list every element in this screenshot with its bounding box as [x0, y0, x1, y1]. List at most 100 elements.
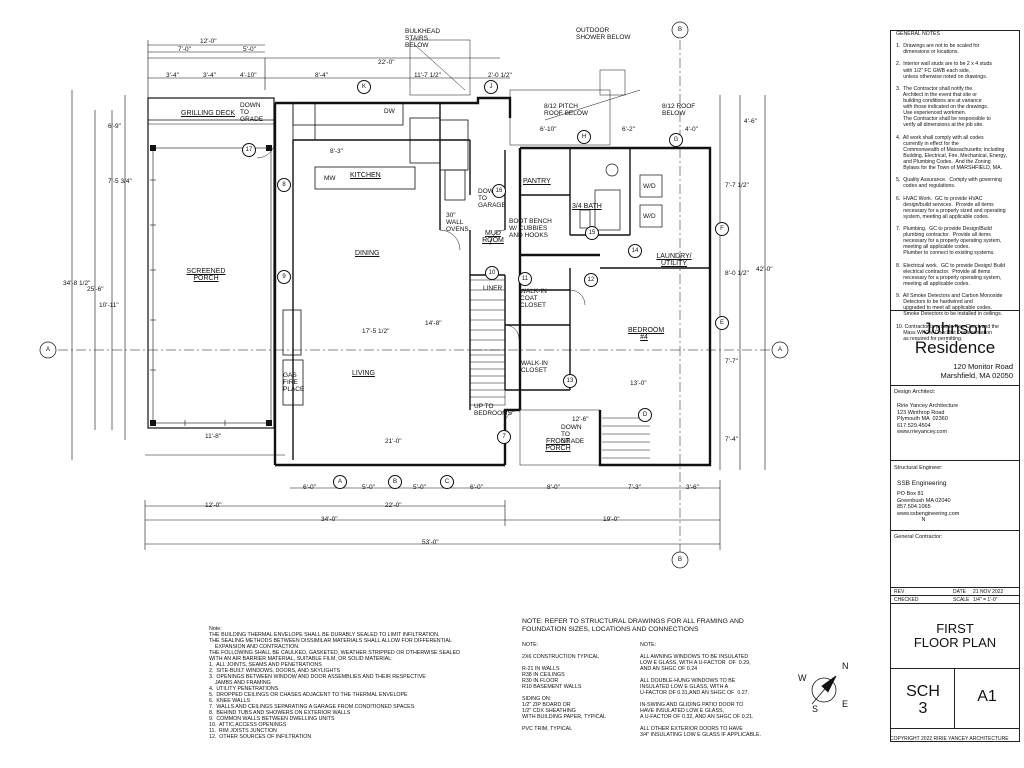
window-tag: 8 [277, 178, 291, 192]
grid-bubble: E [715, 316, 729, 330]
kitchen-label: KITCHEN [350, 172, 381, 179]
outdoor-shower-note: OUTDOOR SHOWER BELOW [576, 27, 631, 41]
dim-label: 8'-3" [330, 148, 343, 155]
boot-bench-note: BOOT BENCH W/ CUBBIES AND HOOKS [509, 218, 552, 239]
grid-bubble: J [484, 80, 498, 94]
window-tag: 15 [585, 226, 599, 240]
dim-label: 11'-8" [205, 433, 222, 440]
project-section: Johnson Residence 120 Monitor Road Marsh… [891, 311, 1019, 386]
dim-label: 12'-6" [572, 416, 589, 423]
wall-ovens-note: 30" WALL OVENS [446, 212, 469, 233]
rev-label: REV [894, 589, 905, 595]
checked-row: CHECKED SCALE 1/4" = 1'-0" [891, 596, 1019, 604]
grid-bubble: G [669, 133, 683, 147]
window-glass-note: NOTE: ALL AWNING WINDOWS TO BE INSULATED… [640, 642, 762, 738]
scale-label: SCALE [953, 597, 970, 603]
grid-bubble: C [440, 475, 454, 489]
window-tag: 11 [518, 272, 532, 286]
dim-label: 6'-10" [540, 126, 557, 133]
roof-pitch-note: 8/12 PITCH ROOF BELOW [544, 103, 589, 117]
window-tag: 14 [628, 244, 642, 258]
screened-porch-label: SCREENED PORCH [186, 268, 226, 282]
dim-label: 6'-0" [470, 484, 483, 491]
window-tag: 13 [563, 374, 577, 388]
grid-bubble: B [677, 27, 682, 33]
dim-label: 7'-5 3/4" [108, 178, 132, 185]
copyright: COPYRIGHT 2022 RIRIE YANCEY ARCHITECTURE [890, 736, 1009, 742]
grid-bubble: A [45, 347, 50, 353]
dim-label: 8'-0 1/2" [725, 270, 749, 277]
dim-label: 7'-3" [628, 484, 641, 491]
compass-east: E [842, 699, 849, 709]
scale-value: 1/4" = 1'-0" [973, 597, 998, 603]
dim-label: 4'-0" [685, 126, 698, 133]
dim-label: 7'-0" [178, 46, 191, 53]
revision-row: REV DATE 21 NOV 2022 [891, 588, 1019, 596]
dim-label: 8'-4" [315, 72, 328, 79]
project-name: Johnson Residence [914, 319, 996, 357]
liner-note: LINER [483, 285, 503, 292]
gas-fireplace-note: GAS FIRE PLACE [283, 372, 305, 393]
project-address-1: 120 Monitor Road [953, 362, 1013, 371]
dim-label: 3'-6" [686, 484, 699, 491]
structural-note: NOTE: REFER TO STRUCTURAL DRAWINGS FOR A… [522, 618, 744, 633]
engineer-section: Structural Engineer: SSB Engineering PO … [891, 461, 1019, 531]
sheet-code-box: SCH 3 [891, 669, 955, 729]
dim-label: 34'-0" [321, 516, 338, 523]
sheet-number: A1 [977, 688, 997, 705]
dim-label: 5'-0" [243, 46, 256, 53]
window-tag: 10 [485, 266, 499, 280]
dim-label: 11'-7 1/2" [414, 72, 441, 79]
dim-label: 5'-0" [413, 484, 426, 491]
architect-label: Design Architect: [894, 389, 936, 395]
dim-label: 19'-0" [603, 516, 620, 523]
general-notes: GENERAL NOTES 1. Drawings are not to be … [896, 31, 1007, 342]
dim-label: 4'-10" [240, 72, 257, 79]
window-tag: 17 [242, 143, 256, 157]
sheet-title-section: FIRST FLOOR PLAN [891, 604, 1019, 669]
grid-bubble: D [638, 408, 652, 422]
up-to-bedrooms-note: UP TO BEDROOMS [474, 403, 512, 417]
bulkhead-note: BULKHEAD STAIRS BELOW [405, 28, 441, 49]
compass-north: N [842, 661, 849, 671]
dim-label: 2'-0 1/2" [488, 72, 512, 79]
dim-label: 17'-5 1/2" [362, 328, 390, 335]
dishwasher-label: DW [384, 108, 395, 115]
grid-bubble: K [357, 80, 371, 94]
dim-label: 7'-7" [725, 358, 738, 365]
engineer-info: PO Box 81 Greenbush MA 02040 857.504.106… [897, 491, 960, 524]
bedroom-4-label: BEDROOM #4 [628, 327, 665, 341]
grid-bubble: B [677, 557, 682, 563]
date-value: 21 NOV 2022 [973, 589, 1004, 595]
microwave-label: MW [324, 175, 336, 182]
grid-bubble: A [777, 347, 782, 353]
mud-room-label: MUD ROOM [482, 230, 504, 244]
dim-label: 13'-0" [630, 380, 647, 387]
architect-info: Ririe Yancey Architecture 123 Winthrop R… [897, 403, 959, 436]
coat-closet-note: WALK-IN COAT CLOSET [520, 288, 547, 309]
compass-west: W [798, 673, 807, 683]
general-notes-section: GENERAL NOTES 1. Drawings are not to be … [891, 31, 1019, 342]
dim-label: 22'-0" [385, 502, 402, 509]
dim-label: 6'-2" [622, 126, 635, 133]
front-porch-label: FRONT PORCH [545, 438, 571, 452]
dim-label: 12'-0" [200, 38, 217, 45]
dim-label: 14'-8" [425, 320, 442, 327]
construction-note: NOTE: 2X6 CONSTRUCTION TYPICAL R-21 IN W… [522, 642, 606, 732]
grid-bubble: H [577, 130, 591, 144]
contractor-label: General Contractor: [894, 534, 943, 540]
window-tag: 16 [492, 184, 506, 198]
grid-bubble: A [333, 475, 347, 489]
dim-label: 5'-0" [362, 484, 375, 491]
contractor-section: General Contractor: [891, 531, 1019, 588]
window-tag: 7 [497, 430, 511, 444]
sheet-id-section: SCH 3 A1 [891, 669, 1019, 729]
down-to-grade-note: DOWN TO GRADE [240, 102, 264, 123]
project-address-2: Marshfield, MA 02050 [940, 371, 1013, 380]
dim-label: 7'-4" [725, 436, 738, 443]
laundry-label: LAUNDRY/ UTILITY [656, 253, 692, 267]
washer-dryer-label-1: W/D [643, 183, 656, 190]
checked-label: CHECKED [894, 597, 919, 603]
engineer-label: Structural Engineer: [894, 465, 943, 471]
thermal-envelope-note: Note: THE BUILDING THERMAL ENVELOPE SHAL… [209, 626, 460, 740]
